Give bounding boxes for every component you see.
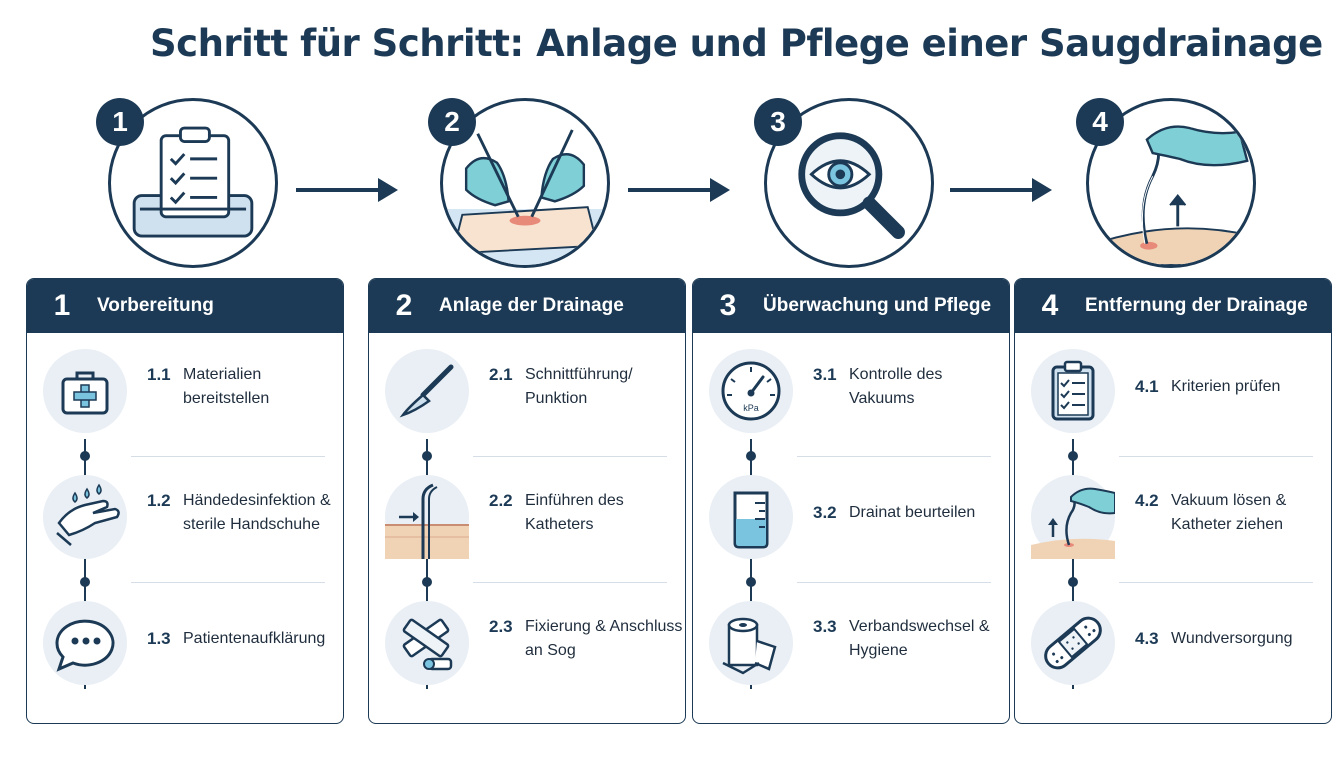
step-1-title: Vorbereitung [97, 295, 214, 316]
flow-arrow-2-3 [628, 178, 730, 202]
step-2-hero [440, 98, 610, 268]
substep-4-1: 4.1 Kriterien prüfen [1015, 341, 1331, 437]
substep-number: 4.3 [1135, 629, 1159, 648]
pressure-gauge-icon: kPa [709, 349, 793, 433]
substep-number: 2.2 [489, 491, 513, 510]
substep-2-1: 2.1 Schnittführung/ Punktion [369, 341, 685, 437]
substep-number: 1.3 [147, 629, 171, 648]
divider [131, 456, 325, 457]
divider [1119, 582, 1313, 583]
connector-dot [746, 577, 756, 587]
substep-4-3: 4.3 Wundversorgung [1015, 593, 1331, 689]
step-3-card: 3 Überwachung und Pflege kPa 3.1 Kontrol… [692, 278, 1010, 724]
flow-arrow-1-2 [296, 178, 398, 202]
gauge-unit-label: kPa [743, 403, 759, 413]
step-2-title: Anlage der Drainage [439, 295, 624, 316]
adhesive-bandage-icon [1031, 601, 1115, 685]
substep-number: 4.1 [1135, 377, 1159, 396]
step-3-title: Überwachung und Pflege [763, 295, 992, 316]
substep-text: Vakuum lösen & Katheter ziehen [1171, 492, 1287, 533]
step-4-header: 4 Entfernung der Drainage [1015, 279, 1331, 333]
step-2-card: 2 Anlage der Drainage 2.1 Schnittführung… [368, 278, 686, 724]
tape-connector-icon [385, 601, 469, 685]
substep-number: 3.2 [813, 503, 837, 522]
substep-3-3: 3.3 Verbandswechsel & Hygiene [693, 593, 1009, 689]
step-1-number: 1 [53, 289, 71, 322]
step-1-connector [84, 439, 86, 689]
substep-text: Fixierung & Anschluss an Sog [525, 618, 683, 659]
substep-number: 1.2 [147, 491, 171, 510]
substep-text: Händedesinfektion & sterile Handschuhe [183, 492, 331, 533]
step-1-hero [108, 98, 278, 268]
step-2-badge: 2 [428, 98, 476, 146]
step-3-badge: 3 [754, 98, 802, 146]
connector-dot [422, 451, 432, 461]
substep-2-2: 2.2 Einführen des Katheters [369, 467, 685, 563]
substep-text: Materialien bereitstellen [183, 366, 270, 407]
divider [131, 582, 325, 583]
catheter-removal-icon [1031, 475, 1115, 559]
page-title: Schritt für Schritt: Anlage und Pflege e… [150, 22, 1323, 65]
divider [473, 582, 667, 583]
step-3-number: 3 [719, 289, 737, 322]
substep-number: 1.1 [147, 365, 171, 384]
substep-number: 3.1 [813, 365, 837, 384]
checklist-clipboard-icon [1031, 349, 1115, 433]
substep-text: Wundversorgung [1171, 630, 1293, 647]
connector-dot [746, 451, 756, 461]
step-2-header: 2 Anlage der Drainage [369, 279, 685, 333]
substep-text: Schnittführung/ Punktion [525, 366, 633, 407]
scalpel-icon [385, 349, 469, 433]
substep-1-3: 1.3 Patientenaufklärung [27, 593, 343, 689]
substep-number: 2.1 [489, 365, 513, 384]
step-4-title: Entfernung der Drainage [1085, 295, 1308, 316]
substep-text: Drainat beurteilen [849, 504, 976, 521]
magnifier-eye-icon [798, 132, 905, 239]
connector-dot [422, 577, 432, 587]
step-1-badge: 1 [96, 98, 144, 146]
flow-arrow-3-4 [950, 178, 1052, 202]
gloved-hands-incision-icon [443, 129, 607, 265]
divider [1119, 456, 1313, 457]
gauze-roll-icon [709, 601, 793, 685]
step-4-badge: 4 [1076, 98, 1124, 146]
connector-dot [80, 577, 90, 587]
connector-dot [1068, 577, 1078, 587]
step-4-number: 4 [1041, 289, 1059, 322]
substep-number: 4.2 [1135, 491, 1159, 510]
step-4-connector [1072, 439, 1074, 689]
substep-text: Kontrolle des Vakuums [849, 366, 943, 407]
substep-2-3: 2.3 Fixierung & Anschluss an Sog [369, 593, 685, 689]
clipboard-checklist-tray-icon [132, 126, 254, 238]
substep-number: 2.3 [489, 617, 513, 636]
substep-4-2: 4.2 Vakuum lösen & Katheter ziehen [1015, 467, 1331, 563]
step-4-card: 4 Entfernung der Drainage 4.1 Kriterien … [1014, 278, 1332, 724]
measuring-beaker-icon [709, 475, 793, 559]
substep-number: 3.3 [813, 617, 837, 636]
substep-text: Verbandswechsel & Hygiene [849, 618, 990, 659]
step-4-hero [1086, 98, 1256, 268]
step-2-connector [426, 439, 428, 689]
speech-bubble-icon [43, 601, 127, 685]
divider [797, 456, 991, 457]
step-1-header: 1 Vorbereitung [27, 279, 343, 333]
substep-3-1: kPa 3.1 Kontrolle des Vakuums [693, 341, 1009, 437]
step-2-number: 2 [395, 289, 413, 322]
divider [473, 456, 667, 457]
substep-3-2: 3.2 Drainat beurteilen [693, 467, 1009, 563]
connector-dot [1068, 451, 1078, 461]
step-3-connector [750, 439, 752, 689]
step-3-header: 3 Überwachung und Pflege [693, 279, 1009, 333]
hand-disinfection-icon [43, 475, 127, 559]
substep-1-1: 1.1 Materialien bereitstellen [27, 341, 343, 437]
divider [797, 582, 991, 583]
step-1-card: 1 Vorbereitung 1.1 Materialien bereitste… [26, 278, 344, 724]
first-aid-kit-icon [43, 349, 127, 433]
substep-1-2: 1.2 Händedesinfektion & sterile Handschu… [27, 467, 343, 563]
substep-text: Kriterien prüfen [1171, 378, 1281, 395]
catheter-insertion-icon [385, 475, 469, 559]
substep-text: Patientenaufklärung [183, 630, 326, 647]
connector-dot [80, 451, 90, 461]
substep-text: Einführen des Katheters [525, 492, 624, 533]
